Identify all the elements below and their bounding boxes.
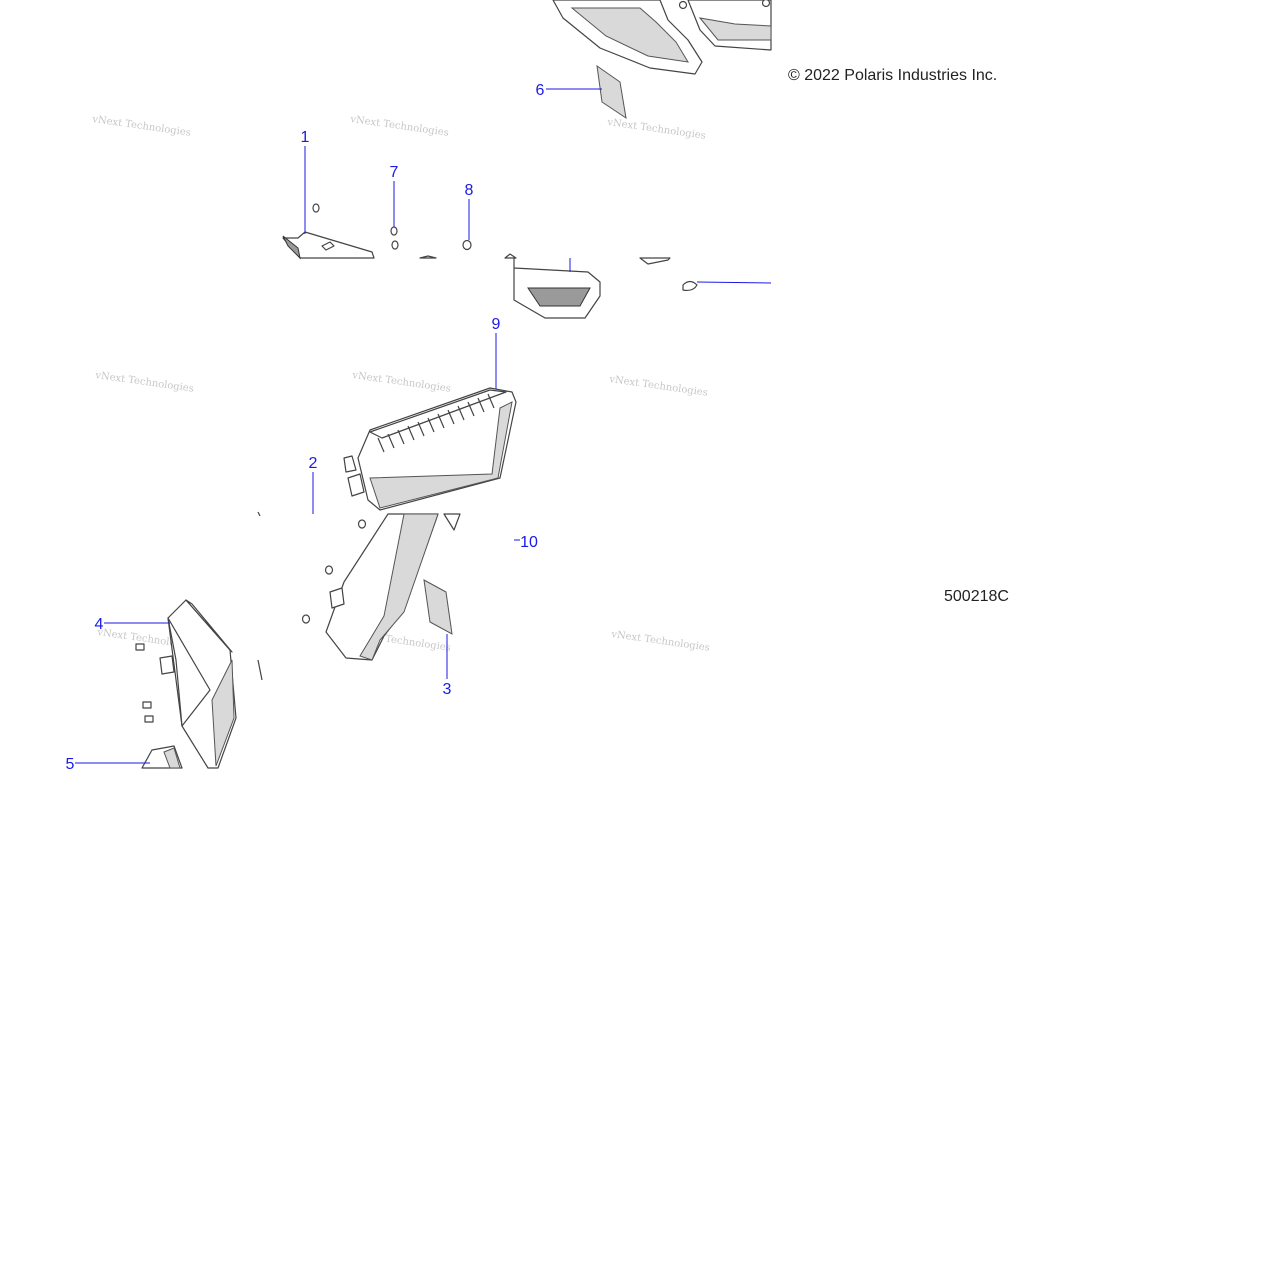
watermark: vNext Technologies [608, 374, 709, 399]
side-reflector-housing [513, 257, 698, 319]
callout-2: 2 [309, 455, 318, 472]
watermark: vNext Technologies [610, 629, 711, 654]
callouts: 1 2 3 4 5 6 7 8 9 10 [66, 82, 545, 773]
bracket-5 [141, 745, 183, 769]
callout-7: 7 [390, 164, 399, 181]
watermark: vNext Technologies [91, 114, 192, 139]
lower-lamp-2 [301, 513, 461, 661]
leader-lines [75, 88, 772, 764]
callout-8: 8 [465, 182, 474, 199]
callout-5: 5 [66, 756, 75, 773]
callout-10: 10 [520, 534, 538, 551]
callout-3: 3 [443, 681, 452, 698]
watermark: vNext Technologies [351, 370, 452, 395]
watermark: vNext Technologies [349, 114, 450, 139]
heat-sink-fins [377, 393, 495, 453]
lens-pad-6 [596, 64, 627, 120]
callout-4: 4 [95, 616, 104, 633]
side-housing-4 [135, 599, 237, 769]
leader-fastener [696, 281, 772, 284]
bracket-1 [282, 203, 517, 260]
callout-1: 1 [301, 129, 310, 146]
tail-light-assembly-9 [343, 387, 517, 511]
callout-9: 9 [492, 316, 501, 333]
top-tail-light-housing [552, 0, 772, 75]
callout-6: 6 [536, 82, 545, 99]
copyright-notice: © 2022 Polaris Industries Inc. [788, 67, 997, 84]
lens-pad-3 [423, 579, 453, 635]
fastener-fragments [257, 511, 263, 681]
watermark: vNext Technologies [94, 370, 195, 395]
figure-id: 500218C [944, 588, 1009, 605]
watermark: vNext Technologies [606, 117, 707, 142]
